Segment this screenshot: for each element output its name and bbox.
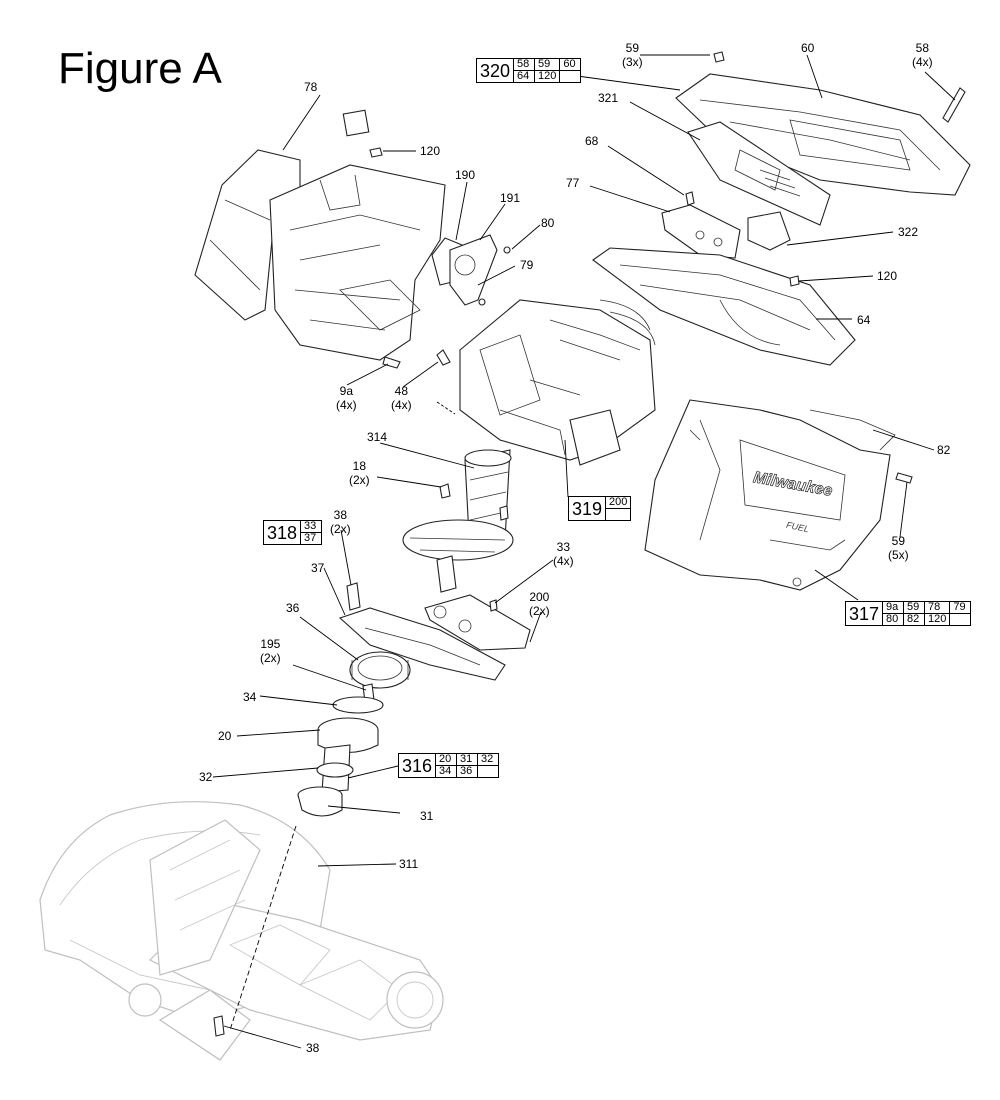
gear-36	[349, 651, 411, 689]
callout-48: 48(4x)	[391, 384, 412, 412]
callout-79: 79	[520, 258, 534, 272]
kit-part: 64	[513, 70, 536, 83]
callout-120: 120	[420, 144, 441, 158]
kit-316-box: 316 20 31 32 34 36	[397, 753, 500, 778]
callout-78: 78	[304, 80, 318, 94]
callout-9a: 9a(4x)	[336, 384, 357, 412]
callout-18: 18(2x)	[349, 459, 370, 487]
plate-64	[592, 247, 856, 366]
kit-part: 34	[435, 765, 458, 778]
kit-319-box: 319 200	[567, 496, 632, 521]
figure-title: Figure A	[58, 44, 222, 93]
leader-lines	[212, 54, 956, 1049]
callout-33: 33(4x)	[553, 540, 574, 568]
kit-part	[477, 765, 500, 778]
callout-77: 77	[566, 176, 580, 190]
top-cover-60	[675, 51, 971, 196]
housing-78-shape	[194, 109, 446, 361]
spindle-32	[316, 744, 354, 793]
callout-38b: 38	[306, 1041, 320, 1055]
kit-part	[949, 613, 972, 626]
kit-part: 80	[882, 613, 905, 626]
callout-82: 82	[937, 443, 951, 457]
kit-number: 318	[262, 520, 302, 545]
screw-38b	[213, 1015, 225, 1037]
kit-part: 20	[435, 753, 458, 766]
saw-body-outline	[39, 801, 444, 1061]
pcb-321	[687, 121, 831, 226]
kit-320-box: 320 58 59 60 64 120	[475, 58, 582, 83]
callout-59-top: 59(3x)	[622, 41, 643, 69]
callout-60: 60	[801, 41, 815, 55]
kit-part: 59	[534, 58, 561, 71]
kit-part: 59	[903, 601, 926, 614]
callout-20: 20	[218, 729, 232, 743]
cap-31	[297, 786, 343, 817]
kit-part: 82	[903, 613, 926, 626]
callout-68: 68	[585, 134, 599, 148]
washer-34	[332, 696, 384, 714]
kit-number: 317	[844, 601, 884, 626]
callout-191: 191	[500, 191, 521, 205]
kit-part	[559, 70, 582, 83]
callout-38: 38(2x)	[330, 508, 351, 536]
kit-part: 31	[456, 753, 479, 766]
bracket-pieces	[431, 234, 511, 306]
callout-190: 190	[455, 168, 476, 182]
plate-37	[338, 582, 506, 681]
callout-64: 64	[857, 313, 871, 327]
kit-part	[605, 508, 632, 521]
kit-part: 78	[924, 601, 951, 614]
callout-314: 314	[367, 430, 388, 444]
callout-34: 34	[243, 690, 257, 704]
callout-311: 311	[399, 857, 419, 871]
kit-number: 320	[475, 58, 515, 83]
callout-322: 322	[898, 225, 919, 239]
callout-58: 58(4x)	[912, 41, 933, 69]
callout-59-right: 59(5x)	[888, 534, 909, 562]
callout-37: 37	[311, 561, 325, 575]
screws-left	[369, 147, 451, 369]
kit-part: 60	[559, 58, 582, 71]
fuel-logo: FUEL	[785, 520, 810, 535]
kit-part: 32	[477, 753, 500, 766]
callout-36: 36	[286, 601, 300, 615]
callout-321: 321	[598, 91, 619, 105]
housing-82-shape: Milwaukee FUEL	[644, 399, 913, 591]
callout-32: 32	[199, 770, 213, 784]
kit-part: 79	[949, 601, 972, 614]
electronics-assembly	[459, 299, 656, 466]
kit-part: 200	[605, 496, 632, 509]
kit-part: 58	[513, 58, 536, 71]
kit-number: 316	[397, 753, 437, 778]
kit-318-box: 318 33 37	[262, 520, 323, 545]
callout-120b: 120	[877, 269, 898, 283]
callout-200: 200(2x)	[529, 590, 550, 618]
kit-part: 33	[300, 520, 323, 533]
kit-part: 120	[924, 613, 951, 626]
kit-part: 120	[534, 70, 561, 83]
callout-195: 195(2x)	[260, 637, 281, 665]
callout-31: 31	[420, 809, 434, 823]
motor-314	[402, 449, 514, 593]
kit-part: 9a	[882, 601, 905, 614]
kit-part: 36	[456, 765, 479, 778]
switch-parts	[661, 191, 791, 259]
callout-80: 80	[541, 216, 555, 230]
kit-part: 37	[300, 532, 323, 545]
kit-317-box: 317 9a 59 78 79 80 82 120	[844, 601, 972, 626]
cut-line	[229, 825, 297, 1031]
kit-number: 319	[567, 496, 607, 521]
